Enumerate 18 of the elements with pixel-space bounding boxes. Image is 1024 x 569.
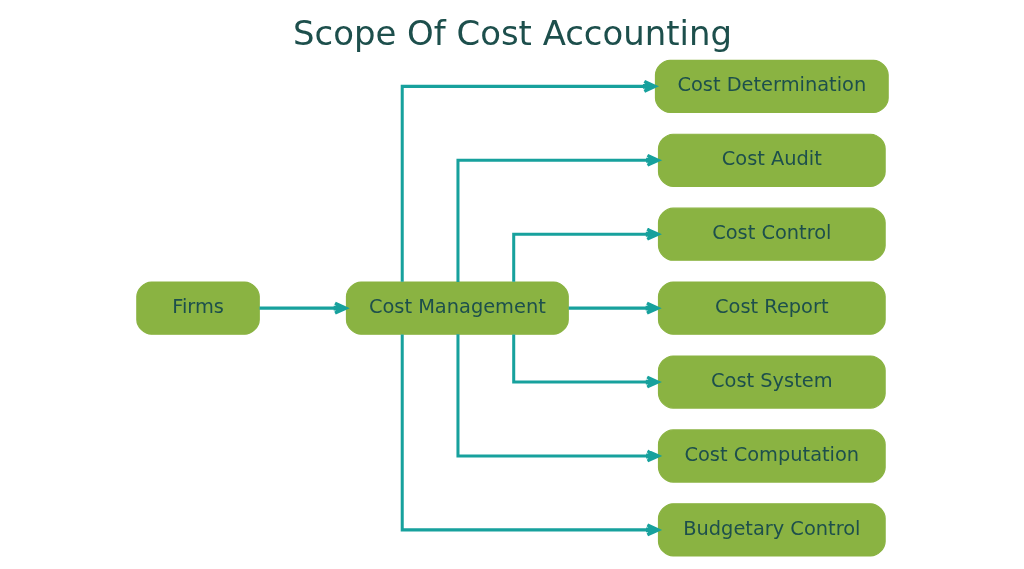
arrow [568,301,660,315]
node-box: Cost System [657,355,886,409]
node-box: Cost Computation [657,429,886,483]
arrow [511,334,660,389]
arrow [455,334,660,463]
arrow [511,227,660,282]
node-box: Cost Audit [657,133,886,187]
node-box: Cost Control [657,207,886,261]
node-box: Cost Determination [654,59,889,114]
arrow [400,334,660,537]
arrow [400,79,657,282]
node-box: Cost Management [345,281,569,335]
node-box: Cost Report [657,281,886,335]
node-box: Firms [135,281,260,335]
node-box: Budgetary Control [657,503,886,557]
arrow [455,153,660,283]
arrow [259,301,348,315]
diagram-title: Scope Of Cost Accounting [292,14,732,54]
